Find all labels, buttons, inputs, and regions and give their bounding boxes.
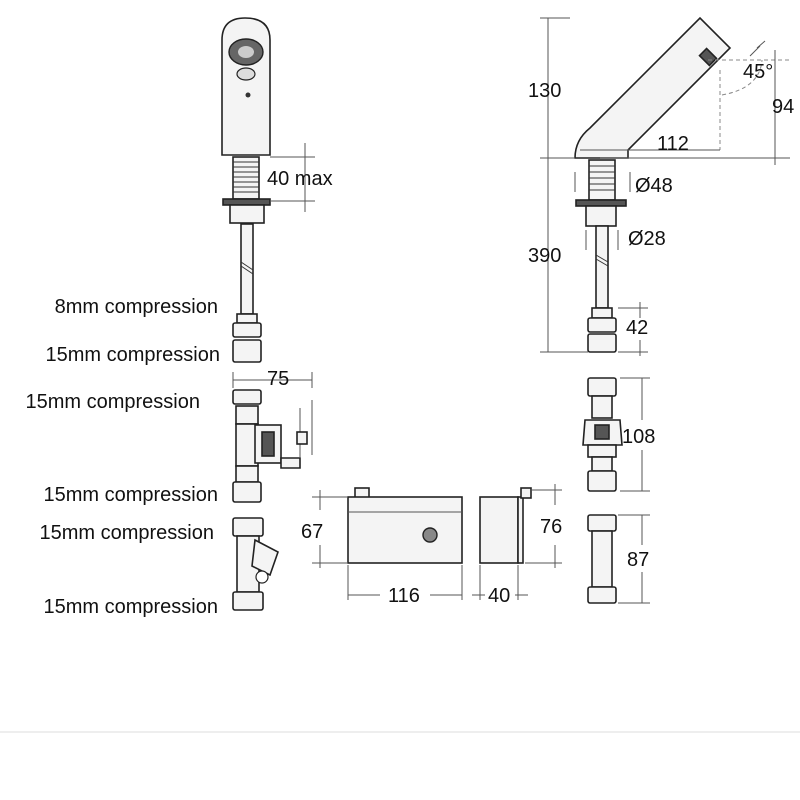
valve-width-label: 75 (267, 368, 289, 390)
tap-side-view (540, 16, 790, 356)
valve-side-view (582, 377, 650, 492)
deck-thickness-dimension (270, 143, 315, 212)
inline-filter (232, 517, 279, 611)
control-box-side (472, 484, 562, 600)
filter-height-label: 87 (627, 549, 649, 571)
valve-height-label: 108 (622, 426, 655, 448)
spout-height-label: 130 (528, 80, 561, 102)
spout-reach-label: 112 (657, 133, 689, 155)
label-15mm-compression-5: 15mm compression (43, 596, 218, 618)
label-8mm-compression: 8mm compression (55, 296, 218, 318)
box-side-height-label: 76 (540, 516, 562, 538)
box-width-label: 116 (388, 585, 420, 607)
tap-front-view (221, 17, 271, 363)
deck-thickness-label: 40 max (267, 168, 333, 190)
filter-side-view (587, 514, 650, 604)
label-15mm-compression-4: 15mm compression (39, 522, 214, 544)
outlet-height-label: 94 (772, 96, 794, 118)
label-15mm-compression-2: 15mm compression (25, 391, 200, 413)
box-height-label: 67 (301, 521, 323, 543)
base-diameter-label: Ø48 (635, 175, 673, 197)
solenoid-valve (232, 372, 313, 503)
spout-angle-label: 45° (743, 61, 773, 83)
connector-length-label: 42 (626, 317, 648, 339)
body-height-label: 390 (528, 245, 561, 267)
label-15mm-compression: 15mm compression (45, 344, 220, 366)
control-box-front (312, 487, 463, 600)
box-depth-label: 40 (488, 585, 510, 607)
shank-diameter-label: Ø28 (628, 228, 666, 250)
label-15mm-compression-3: 15mm compression (43, 484, 218, 506)
